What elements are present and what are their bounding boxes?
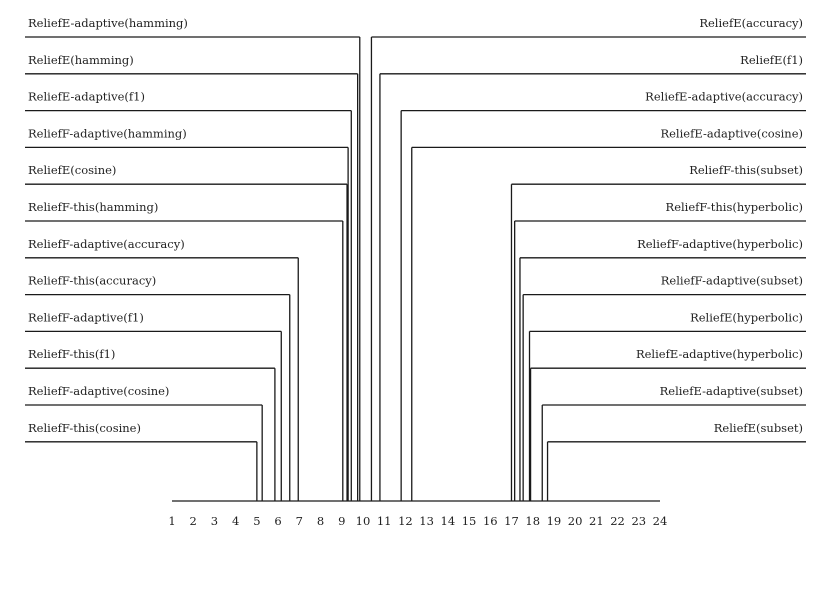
tick-label: 8 [317, 514, 324, 528]
tick-label: 5 [253, 514, 260, 528]
left-method-label: ReliefF-this(accuracy) [28, 274, 156, 288]
tick-label: 16 [483, 514, 498, 528]
left-method-label: ReliefF-this(cosine) [28, 421, 141, 435]
right-methods: ReliefE(accuracy) ReliefE(f1) ReliefE-adap… [370, 16, 806, 501]
left-method-label: ReliefE(cosine) [28, 163, 116, 177]
right-method-label: ReliefE-adaptive(accuracy) [645, 90, 803, 104]
tick-label: 19 [547, 514, 562, 528]
tick-label: 21 [589, 514, 604, 528]
tick-label: 13 [419, 514, 434, 528]
tick-label: 3 [211, 514, 218, 528]
tick-label: 4 [232, 514, 239, 528]
tick-label: 17 [504, 514, 519, 528]
left-method-label: ReliefE-adaptive(f1) [28, 90, 145, 104]
right-method-label: ReliefE(accuracy) [699, 16, 803, 30]
tick-label: 23 [631, 514, 646, 528]
left-method-label: ReliefF-adaptive(f1) [28, 310, 144, 324]
tick-label: 12 [398, 514, 413, 528]
right-method-label: ReliefE(hyperbolic) [690, 310, 803, 324]
right-method-label: ReliefE(f1) [740, 53, 803, 67]
tick-label: 1 [168, 514, 175, 528]
tick-label: 6 [274, 514, 281, 528]
tick-label: 20 [568, 514, 583, 528]
right-method-label: ReliefF-adaptive(hyperbolic) [637, 237, 803, 251]
tick-label: 10 [356, 514, 371, 528]
tick-label: 9 [338, 514, 345, 528]
left-method-label: ReliefF-adaptive(accuracy) [28, 237, 185, 251]
tick-label: 18 [525, 514, 540, 528]
tick-label: 14 [441, 514, 456, 528]
tick-label: 11 [377, 514, 392, 528]
right-method-label: ReliefE-adaptive(hyperbolic) [636, 347, 803, 361]
left-method-label: ReliefF-this(f1) [28, 347, 115, 361]
left-methods: ReliefE-adaptive(hamming) ReliefE(hamming… [25, 16, 361, 501]
tick-label: 15 [462, 514, 477, 528]
tick-label: 22 [610, 514, 625, 528]
left-method-label: ReliefF-this(hamming) [28, 200, 158, 214]
left-method-label: ReliefF-adaptive(hamming) [28, 126, 187, 140]
right-method-label: ReliefF-adaptive(subset) [661, 274, 803, 288]
tick-label: 2 [190, 514, 197, 528]
right-method-label: ReliefE(subset) [714, 421, 803, 435]
right-method-label: ReliefE-adaptive(cosine) [660, 126, 803, 140]
right-method-label: ReliefE-adaptive(subset) [660, 384, 803, 398]
left-method-label: ReliefF-adaptive(cosine) [28, 384, 169, 398]
left-method-label: ReliefE(hamming) [28, 53, 134, 67]
left-method-label: ReliefE-adaptive(hamming) [28, 16, 188, 30]
right-method-label: ReliefF-this(hyperbolic) [666, 200, 803, 214]
tick-label: 24 [653, 514, 668, 528]
right-method-label: ReliefF-this(subset) [689, 163, 803, 177]
tick-label: 7 [296, 514, 303, 528]
